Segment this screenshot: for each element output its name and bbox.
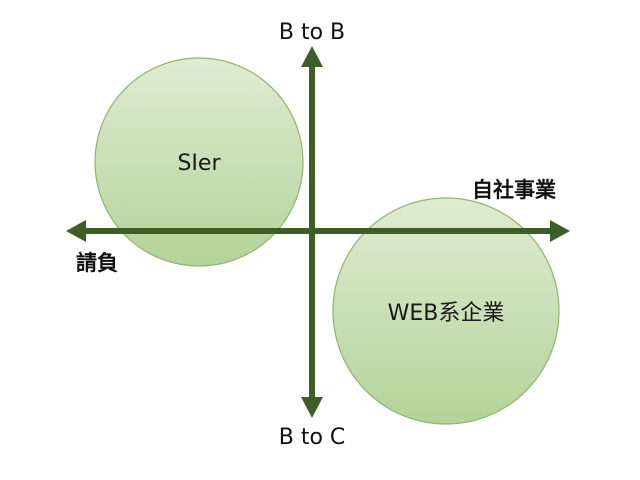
sier-label: SIer (177, 151, 221, 176)
horizontal-axis (66, 220, 570, 242)
axis-label-bottom: B to C (279, 425, 346, 450)
web-company-circle (332, 197, 560, 425)
vertical-axis (301, 46, 323, 418)
axis-label-top: B to B (279, 20, 345, 45)
right-arrow-head (550, 220, 570, 242)
top-arrow-head (301, 46, 323, 67)
bottom-arrow-head (301, 397, 323, 418)
axis-label-left: 請負 (76, 251, 118, 275)
left-arrow-head (66, 220, 86, 242)
sier-circle (94, 57, 304, 267)
axis-label-right: 自社事業 (472, 178, 557, 202)
web-company-label: WEB系企業 (388, 301, 505, 326)
